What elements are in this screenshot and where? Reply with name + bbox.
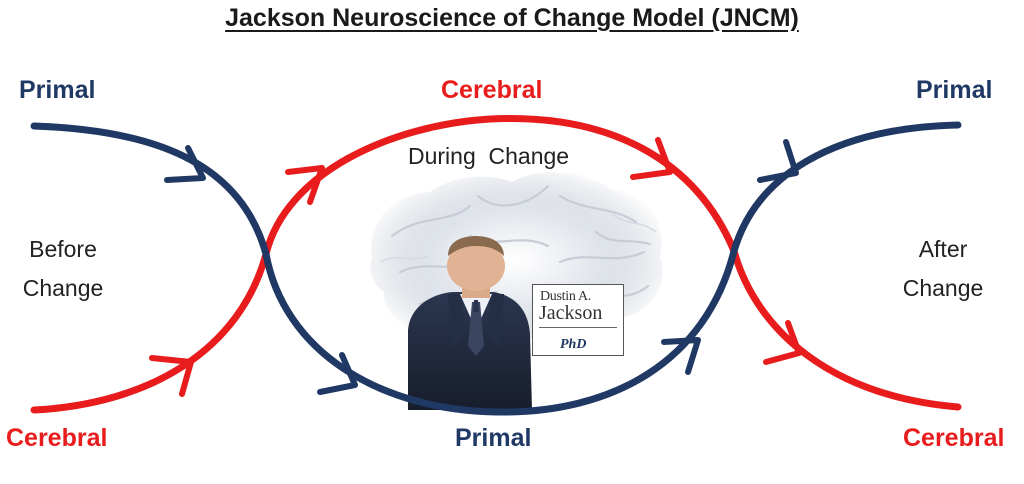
cerebral-arrow-during-right-icon xyxy=(630,137,673,180)
phase-after-line2: Change xyxy=(902,275,984,301)
phase-after-change: After Change xyxy=(892,230,994,308)
primal-after-curve xyxy=(730,121,962,255)
badge-last-name: Jackson xyxy=(539,302,603,324)
diagram-title: Jackson Neuroscience of Change Model (JN… xyxy=(225,4,799,32)
badge-first-name: Dustin A. xyxy=(540,289,591,304)
primal-arrow-after-icon xyxy=(757,139,799,183)
presenter-photo xyxy=(408,236,532,410)
cerebral-arrow-after-icon xyxy=(763,320,802,365)
cerebral-arrow-before-icon xyxy=(149,355,194,397)
label-cerebral-bottom-left: Cerebral xyxy=(6,424,108,452)
phase-before-line2: Change xyxy=(22,275,104,301)
cerebral-before-curve xyxy=(30,250,270,414)
label-cerebral-top-center: Cerebral xyxy=(441,76,543,104)
label-primal-bottom-center: Primal xyxy=(455,424,532,452)
cerebral-during-curve xyxy=(262,114,738,258)
name-badge: Dustin A. Jackson PhD xyxy=(532,284,624,356)
phase-during-change: During Change xyxy=(408,143,570,169)
primal-arrow-during-left-icon xyxy=(317,352,358,395)
primal-arrow-during-right-icon xyxy=(661,337,701,375)
label-cerebral-bottom-right: Cerebral xyxy=(903,424,1005,452)
phase-after-line1: After xyxy=(918,236,968,262)
primal-before-curve xyxy=(30,122,270,258)
badge-degree: PhD xyxy=(560,337,587,352)
label-primal-top-left: Primal xyxy=(19,76,96,104)
phase-before-line1: Before xyxy=(29,236,97,262)
label-primal-top-right: Primal xyxy=(916,76,993,104)
primal-arrow-before-icon xyxy=(164,145,206,183)
badge-divider xyxy=(539,327,617,328)
phase-before-change: Before Change xyxy=(12,230,114,308)
cerebral-arrow-during-left-icon xyxy=(285,165,325,205)
cerebral-after-curve xyxy=(730,247,962,411)
